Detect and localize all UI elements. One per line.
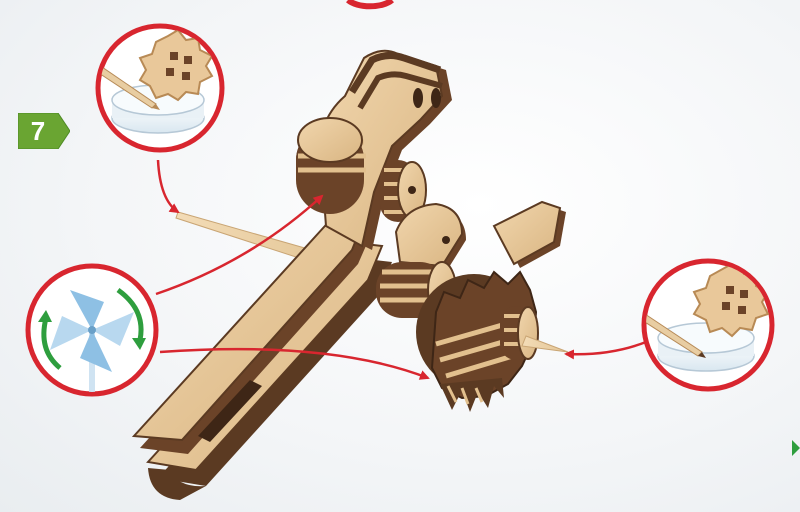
glue-callout-right [626,261,772,389]
glue-callout-left [82,26,222,150]
step-number: 7 [18,113,58,149]
pinwheel-callout [28,266,156,412]
step-number-badge: 7 [18,113,70,149]
